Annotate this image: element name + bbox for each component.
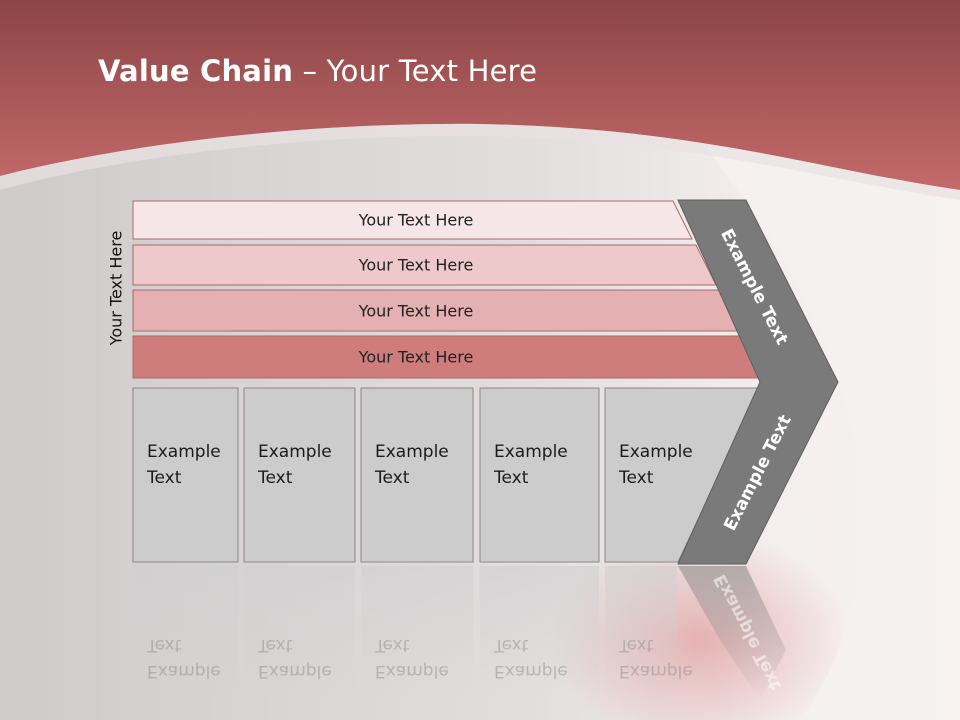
box-reflection-line1: Example [494,661,568,681]
box-label-reflection-4: Example Text [494,632,590,684]
bar-label-3: Your Text Here [358,301,474,320]
box-label-line2: Text [258,468,293,488]
box-reflection-line1: Example [619,661,693,681]
box-2 [243,387,356,563]
box-4 [479,387,600,563]
box-reflection-line1: Example [258,661,332,681]
box-label-line1: Example [619,442,693,462]
box-label-line1: Example [258,442,332,462]
box-label-reflection-5: Example Text [619,632,715,684]
box-1 [132,387,239,563]
bar-label-4: Your Text Here [358,347,474,367]
box-reflection-line2: Text [258,635,293,655]
bar-1 [132,200,693,240]
box-reflection-3 [361,566,473,696]
box-5 [604,387,761,563]
box-label-line1: Example [375,442,449,462]
box-reflection-line2: Text [619,635,654,655]
slide-title: Value Chain – Your Text Here [98,54,537,88]
box-label-reflection-2: Example Text [258,632,354,684]
box-reflection-line2: Text [147,635,182,655]
box-label-reflection-3: Example Text [375,632,471,684]
box-label-line2: Text [619,468,654,488]
box-label-reflection-1: Example Text [147,632,243,684]
chevron-reflection [678,566,786,700]
bar-label-2: Your Text Here [358,255,474,275]
box-reflection-5 [605,566,677,696]
box-label-line2: Text [375,468,410,488]
box-reflection-line2: Text [375,635,410,655]
box-reflection-1 [133,566,238,696]
box-3 [360,387,474,563]
box-reflection-line1: Example [375,661,449,681]
bar-label-1: Your Text Here [358,210,474,230]
box-reflection-line2: Text [494,635,529,655]
box-label-line2: Text [494,468,529,488]
chevron-shape [677,199,839,565]
title-rest: – Your Text Here [293,54,538,88]
box-reflection-2 [244,566,355,696]
box-label-line2: Text [147,468,182,488]
box-label-line1: Example [147,442,221,462]
title-bold: Value Chain [98,54,294,88]
box-reflection-4 [480,566,599,696]
box-reflection-line1: Example [147,661,221,681]
box-label-line1: Example [494,442,568,462]
